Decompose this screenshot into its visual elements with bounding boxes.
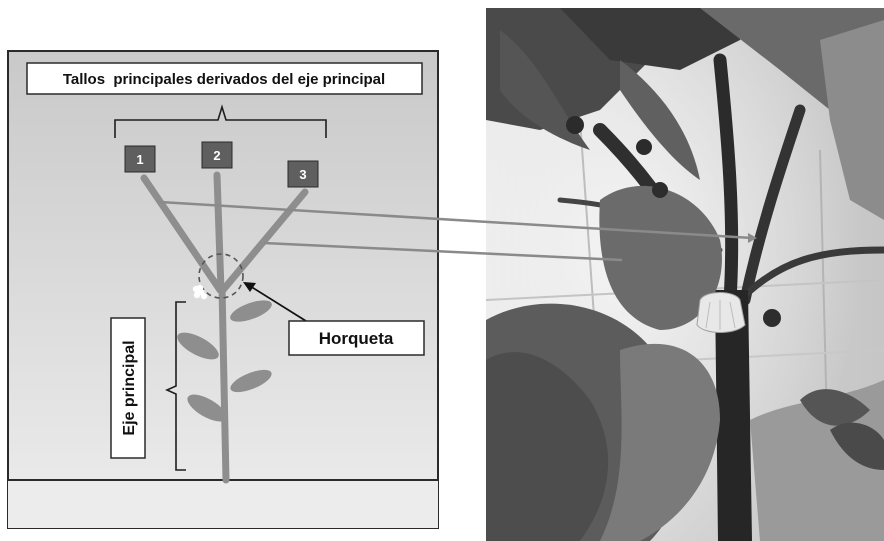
stem-number-1: 1: [125, 146, 155, 172]
photo-flower: [697, 293, 745, 333]
main-axis-stem: [222, 287, 226, 480]
stem-2: [217, 175, 221, 290]
fork-label: Horqueta: [319, 329, 394, 348]
diagram-panel: Tallos principales derivados del eje pri…: [8, 51, 438, 528]
number-label: 3: [299, 167, 306, 182]
number-label: 1: [136, 152, 143, 167]
stem-number-3: 3: [288, 161, 318, 187]
photo-bud: [763, 309, 781, 327]
diagram-title: Tallos principales derivados del eje pri…: [63, 71, 385, 88]
plant-photo: [486, 8, 884, 541]
number-label: 2: [213, 148, 220, 163]
ground-strip: [8, 480, 438, 528]
axis-label: Eje principal: [121, 340, 138, 435]
stem-number-2: 2: [202, 142, 232, 168]
